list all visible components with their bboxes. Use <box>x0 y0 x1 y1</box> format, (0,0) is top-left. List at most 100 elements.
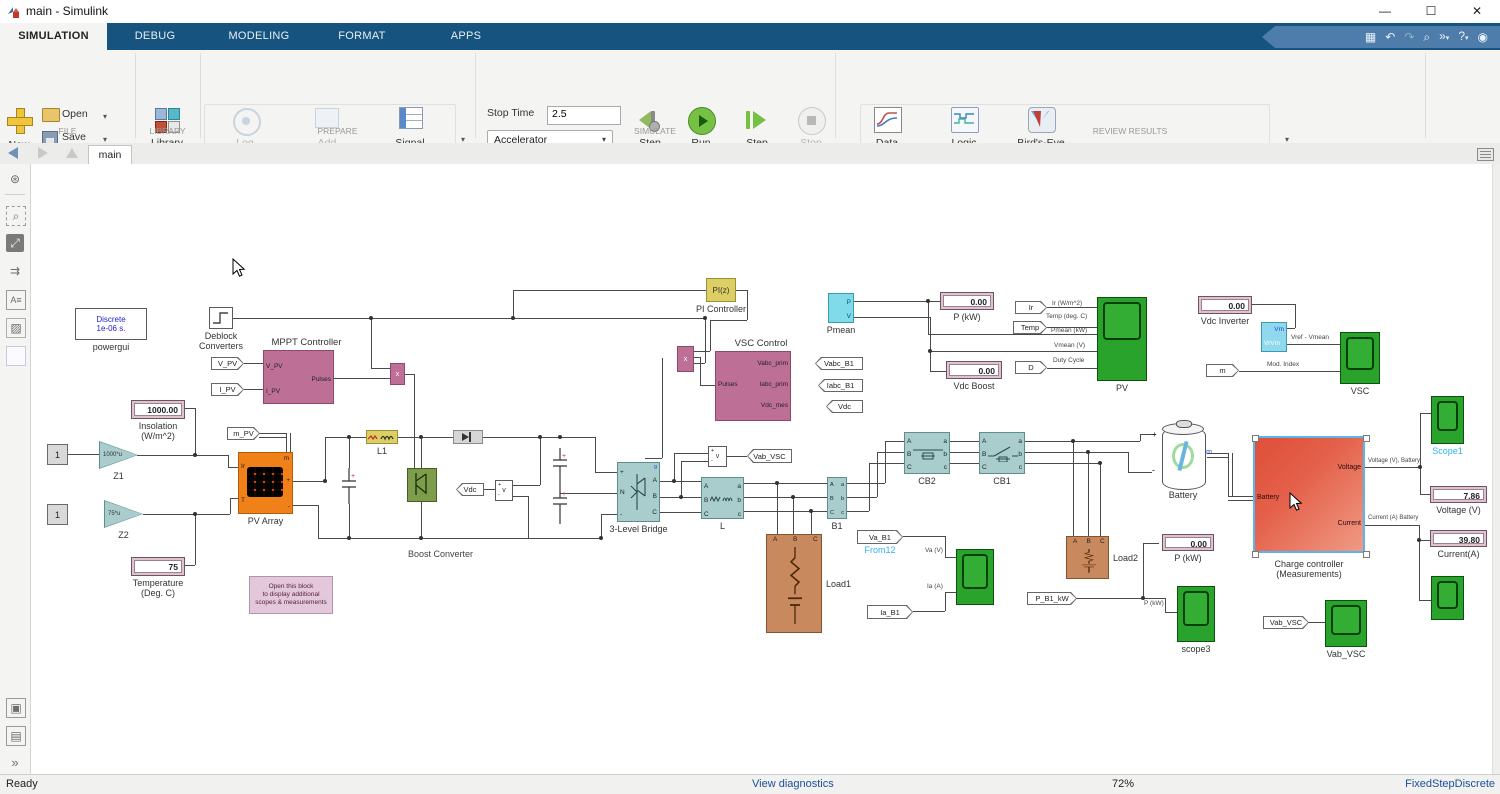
keyboard-icon[interactable] <box>1477 148 1494 161</box>
open-dropdown[interactable]: ▾ <box>103 112 108 121</box>
p-kw2-display[interactable]: 0.00 <box>1162 534 1214 551</box>
image-icon[interactable]: ▨ <box>6 318 26 338</box>
undo-icon[interactable]: ↶ <box>1385 30 1396 44</box>
view-diagnostics-link[interactable]: View diagnostics <box>752 778 834 790</box>
current-display[interactable]: 39.80 <box>1430 530 1487 547</box>
expand-palette-icon[interactable]: » <box>11 755 19 770</box>
nav-up-icon[interactable] <box>66 148 78 158</box>
data-inspector-icon[interactable] <box>874 107 902 133</box>
area-box-icon[interactable] <box>6 346 26 366</box>
prepare-gallery-dropdown[interactable]: ▾ <box>461 135 466 144</box>
constant-1b[interactable]: 1 <box>47 504 68 525</box>
scope1[interactable] <box>1431 396 1464 444</box>
minimize-button[interactable]: — <box>1379 4 1391 18</box>
va-ia-scope[interactable] <box>956 549 994 605</box>
battery-block[interactable]: m+- <box>1152 420 1212 490</box>
search-icon[interactable]: ⌕ <box>1423 30 1431 44</box>
from-temp[interactable]: Temp <box>1013 321 1047 334</box>
logic-analyzer-icon[interactable] <box>951 107 979 133</box>
layout-gallery-icon[interactable]: »▾ <box>1439 28 1450 43</box>
scope3[interactable] <box>1177 586 1215 642</box>
save-dropdown[interactable]: ▾ <box>103 135 108 144</box>
inductor-l1[interactable] <box>366 430 398 444</box>
vdc-inverter-display[interactable]: 0.00 <box>1198 296 1252 314</box>
signal-routing-icon[interactable]: ⇉ <box>9 264 21 278</box>
camera-icon[interactable]: ▣ <box>6 698 26 718</box>
updates-icon[interactable]: ◉ <box>1477 30 1488 44</box>
vertical-scrollbar[interactable] <box>1492 164 1500 774</box>
tab-apps[interactable]: APPS <box>450 30 482 42</box>
deblock-converters-block[interactable] <box>209 307 233 329</box>
open-button[interactable]: Open <box>62 108 88 120</box>
p-kw-display[interactable]: 0.00 <box>940 292 994 310</box>
nav-back-icon[interactable] <box>8 147 18 159</box>
from-vabc-b1[interactable]: Vabc_B1 <box>815 357 863 370</box>
zoom-select-icon[interactable]: ⌕ <box>6 206 26 226</box>
from-d[interactable]: D <box>1015 361 1047 374</box>
tab-debug[interactable]: DEBUG <box>134 30 176 42</box>
voltage-display[interactable]: 7.86 <box>1430 486 1487 503</box>
goto-vdc[interactable]: Vdc <box>456 483 484 496</box>
maximize-button[interactable]: ☐ <box>1425 4 1437 18</box>
fit-to-view-icon[interactable]: ⤢ <box>6 234 24 252</box>
from-ia-b1[interactable]: Ia_B1 <box>867 605 913 619</box>
new-model-icon[interactable] <box>6 107 33 134</box>
insolation-display[interactable]: 1000.00 <box>131 400 185 419</box>
from-va-b1[interactable]: Va_B1 <box>857 530 903 544</box>
from-m[interactable]: m <box>1206 364 1239 377</box>
constant-1a[interactable]: 1 <box>47 444 68 465</box>
viewmarks-icon[interactable]: ▤ <box>6 726 26 746</box>
vdc-boost-display[interactable]: 0.00 <box>946 361 1002 379</box>
birdseye-scope-icon[interactable] <box>1028 107 1056 133</box>
product-vsc[interactable]: x <box>677 346 694 372</box>
voltage-measure-boost[interactable]: v+- <box>495 480 513 501</box>
close-button[interactable]: ✕ <box>1471 4 1483 18</box>
pi-controller-block[interactable]: PI(z) <box>706 278 736 302</box>
solver-name[interactable]: FixedStepDiscrete <box>1405 778 1495 790</box>
help-icon[interactable]: ?▾ <box>1458 28 1469 43</box>
goto-m-pv[interactable]: m_PV <box>227 427 260 440</box>
vsc-scope[interactable] <box>1340 332 1380 384</box>
annotation-icon[interactable]: A≡ <box>6 290 26 310</box>
tab-modeling[interactable]: MODELING <box>228 30 290 42</box>
product-boost[interactable]: x <box>390 363 405 385</box>
igbt-block[interactable] <box>407 468 437 502</box>
hide-explorer-icon[interactable]: ⊛ <box>9 172 21 186</box>
temperature-display[interactable]: 75 <box>131 557 185 576</box>
powergui-block[interactable]: Discrete 1e-06 s. <box>75 308 147 340</box>
from-p-b1-kw[interactable]: P_B1_kW <box>1027 592 1077 605</box>
save-icon[interactable]: ▦ <box>1364 30 1377 44</box>
redo-icon[interactable]: ↷ <box>1404 30 1415 44</box>
from-i-pv[interactable]: I_PV <box>211 383 244 396</box>
goto-vab-vsc[interactable]: Vab_VSC <box>747 449 792 463</box>
from-v-pv[interactable]: V_PV <box>211 357 244 370</box>
pv-scope[interactable] <box>1097 297 1147 381</box>
document-tab-main[interactable]: main <box>88 145 132 165</box>
vab-vsc-scope[interactable] <box>1325 600 1367 647</box>
library-browser-icon[interactable] <box>155 108 180 133</box>
from-iabc-b1[interactable]: Iabc_B1 <box>818 379 863 392</box>
voltage-measure-vsc[interactable]: v+- <box>708 446 727 467</box>
review-gallery-dropdown[interactable]: ▾ <box>1285 135 1290 144</box>
save-button[interactable]: Save <box>62 131 86 143</box>
diode-block[interactable] <box>453 430 483 444</box>
nav-forward-icon[interactable] <box>38 147 48 159</box>
from-vdc[interactable]: Vdc <box>826 400 863 413</box>
annotation-note[interactable]: Open this block to display additional sc… <box>249 576 333 614</box>
from-vab-vsc[interactable]: Vab_VSC <box>1263 616 1309 629</box>
stop-time-input[interactable]: 2.5 <box>547 106 621 125</box>
tab-simulation[interactable]: SIMULATION <box>0 23 107 50</box>
scope-bottom-right[interactable] <box>1431 576 1464 620</box>
